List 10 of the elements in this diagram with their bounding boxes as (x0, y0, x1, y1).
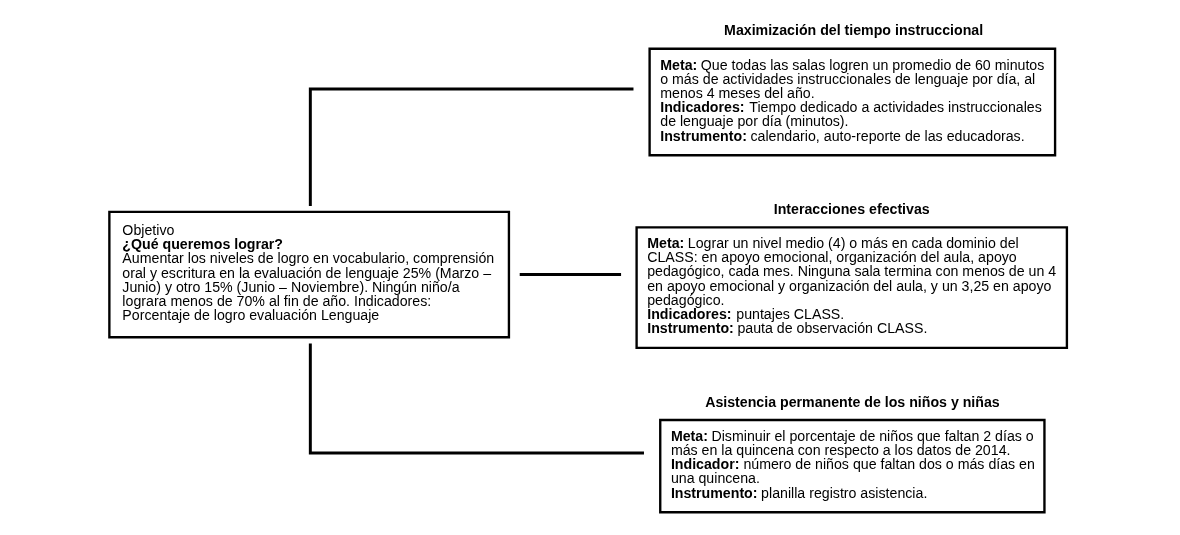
node-label: Asistencia permanente de los niños y niñas (704, 393, 1000, 410)
connector (519, 273, 621, 277)
node-label: Maximización del tiempo instruccional (723, 22, 983, 39)
node-label: Interacciones efectivas (773, 200, 930, 217)
node-box: Meta: Que todas las salas logren un promedio de 60 minutos o más de actividades instruccionales de lenguaje por día, al menos 4 meses del año. Indicadores: Tiempo dedicado a actividades instruccionales de lenguaje por día (minutos). Instrumento: calendario, auto-reporte de las educadoras. (647, 47, 1056, 157)
connector (308, 343, 644, 455)
node-box: Meta: Disminuir el porcentaje de niños que faltan 2 días o más en la quincena con respecto a los datos de 2014. Indicador: número de niños que faltan dos o más días en una quincena. Instrumento: planilla registro asistencia. (658, 418, 1046, 514)
node-box: Meta: Lograr un nivel medio (4) o más en cada dominio del CLASS: en apoyo emocional, organización del aula, apoyo pedagógico, cada mes. Ninguna sala termina con menos de un 4 en apoyo emocional y organización del aula, y un 3,25 en apoyo pedagógico. Indicadores: puntajes CLASS. Instrumento: pauta de observación CLASS. (634, 226, 1068, 350)
connector (308, 87, 633, 206)
node-box: Objetivo ¿Qué queremos lograr? Aumentar los niveles de logro en vocabulario, comprensión oral y escritura en la evaluación de lenguaje 25% (Marzo – Junio) y otro 15% (Junio – Noviembre). Ningún niño/a lograra menos de 70% al fin de año. Indicadores: Porcentaje de logro evaluación Lenguaje (107, 210, 510, 339)
